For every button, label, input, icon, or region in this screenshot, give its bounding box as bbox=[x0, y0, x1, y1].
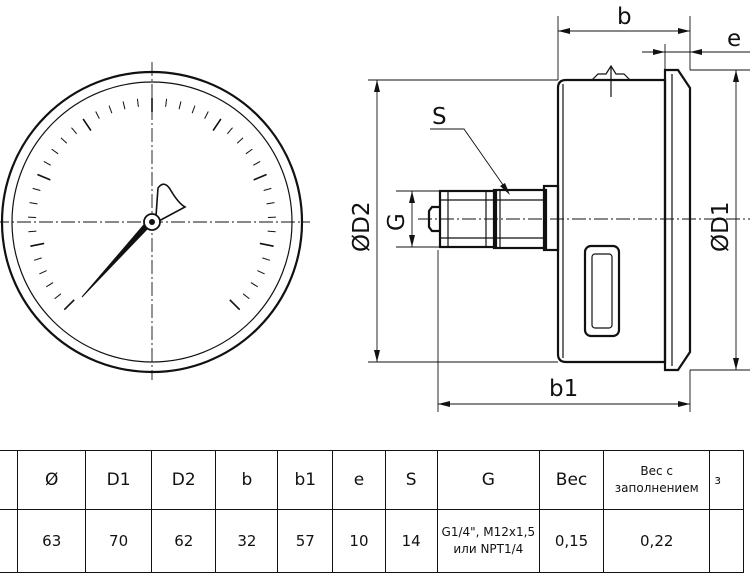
header-cell: b bbox=[215, 450, 279, 510]
header-cell: D1 bbox=[85, 450, 153, 510]
scale-tick bbox=[29, 202, 38, 205]
gauge-side-view bbox=[418, 64, 750, 372]
header-cell: Ø bbox=[17, 450, 87, 510]
scale-tick bbox=[212, 118, 222, 131]
arrow bbox=[653, 49, 665, 55]
scale-tick bbox=[191, 105, 196, 114]
scale-tick bbox=[43, 160, 52, 166]
scale-tick bbox=[28, 230, 37, 233]
arrow bbox=[690, 49, 702, 55]
table-header-row: Ø D1 D2 b b1 e S G Вес Вес с заполнением… bbox=[0, 450, 744, 510]
scale-tick bbox=[242, 293, 250, 300]
scale-tick bbox=[39, 270, 47, 275]
label-G: G bbox=[384, 213, 410, 231]
scale-tick bbox=[259, 242, 274, 247]
value-cell: 10 bbox=[332, 509, 386, 573]
header-cell: e bbox=[332, 450, 386, 510]
arrow bbox=[409, 191, 415, 203]
value-cell bbox=[0, 509, 19, 573]
header-cell: b1 bbox=[277, 450, 334, 510]
arrow bbox=[374, 80, 380, 92]
dial-scale-ticks bbox=[28, 98, 276, 311]
scale-tick bbox=[245, 148, 253, 155]
scale-tick bbox=[204, 111, 209, 119]
scale-tick bbox=[257, 270, 265, 275]
pointer-tail bbox=[155, 183, 187, 224]
arrow bbox=[374, 350, 380, 362]
scale-tick bbox=[82, 118, 92, 131]
arrow bbox=[678, 28, 690, 34]
label-D2: ØD2 bbox=[349, 202, 375, 252]
specs-table: Ø D1 D2 b b1 e S G Вес Вес с заполнением… bbox=[0, 450, 744, 573]
header-cell: з bbox=[709, 450, 744, 510]
header-cell: D2 bbox=[151, 450, 217, 510]
value-cell: G1/4", M12x1,5 или NPT1/4 bbox=[436, 509, 541, 573]
table-row: 63 70 62 32 57 10 14 G1/4", M12x1,5 или … bbox=[0, 509, 744, 573]
arrow bbox=[678, 401, 690, 407]
header-cell: Вес с заполнением bbox=[602, 450, 711, 510]
label-D1: ØD1 bbox=[708, 202, 734, 252]
value-cell: 0,22 bbox=[602, 509, 711, 573]
arrow bbox=[409, 235, 415, 247]
gauge-case bbox=[556, 78, 667, 364]
scale-tick bbox=[30, 242, 45, 247]
scale-tick bbox=[250, 282, 258, 288]
arrow bbox=[733, 70, 739, 82]
scale-tick bbox=[37, 173, 51, 181]
header-cell: Вес bbox=[539, 450, 604, 510]
scale-tick bbox=[252, 160, 261, 166]
fitting-nut-inner bbox=[542, 184, 560, 252]
scale-tick bbox=[229, 299, 241, 311]
pressure-gauge-drawing: b e S G ØD2 ØD1 b1 bbox=[0, 4, 750, 412]
arrow bbox=[500, 183, 510, 195]
label-e: e bbox=[727, 26, 741, 52]
label-S: S bbox=[432, 104, 447, 130]
label-b: b bbox=[617, 4, 632, 30]
gauge-pointer bbox=[81, 219, 153, 298]
value-cell: 0,15 bbox=[539, 509, 604, 573]
scale-tick bbox=[236, 137, 244, 144]
scale-tick bbox=[95, 111, 100, 119]
scale-tick bbox=[122, 101, 126, 110]
scale-tick bbox=[60, 137, 68, 144]
scale-tick bbox=[71, 127, 78, 135]
scale-tick bbox=[51, 148, 59, 155]
scale-tick bbox=[136, 98, 139, 107]
label-b1: b1 bbox=[549, 376, 578, 402]
scale-tick bbox=[253, 173, 267, 181]
scale-tick bbox=[267, 230, 276, 233]
scale-tick bbox=[178, 101, 182, 110]
value-cell bbox=[709, 509, 744, 573]
gauge-bezel bbox=[663, 68, 692, 372]
arrow bbox=[438, 401, 450, 407]
pointer-hub-center bbox=[149, 219, 155, 225]
dimension-lines bbox=[368, 16, 750, 412]
scale-tick bbox=[266, 202, 275, 205]
scale-tick bbox=[262, 257, 271, 261]
scale-tick bbox=[32, 187, 41, 191]
value-cell: 70 bbox=[85, 509, 153, 573]
value-cell: 62 bbox=[151, 509, 217, 573]
header-cell: G bbox=[436, 450, 541, 510]
arrow bbox=[733, 358, 739, 370]
header-cell bbox=[0, 450, 19, 510]
scale-tick bbox=[46, 282, 54, 288]
scale-tick bbox=[33, 257, 42, 261]
arrow bbox=[558, 28, 570, 34]
value-cell: 63 bbox=[17, 509, 87, 573]
scale-tick bbox=[226, 127, 233, 135]
gauge-front-view bbox=[0, 62, 310, 380]
vent-window-inner bbox=[591, 253, 613, 329]
value-cell: 57 bbox=[277, 509, 334, 573]
scale-tick bbox=[63, 299, 75, 311]
value-cell: 32 bbox=[215, 509, 279, 573]
scale-tick bbox=[165, 98, 168, 107]
scale-tick bbox=[54, 293, 62, 300]
vent-window-outer bbox=[583, 244, 621, 338]
leader-S bbox=[430, 128, 509, 193]
scale-tick bbox=[263, 187, 272, 191]
value-cell: 14 bbox=[384, 509, 438, 573]
scale-tick bbox=[108, 105, 113, 114]
header-cell: S bbox=[384, 450, 438, 510]
